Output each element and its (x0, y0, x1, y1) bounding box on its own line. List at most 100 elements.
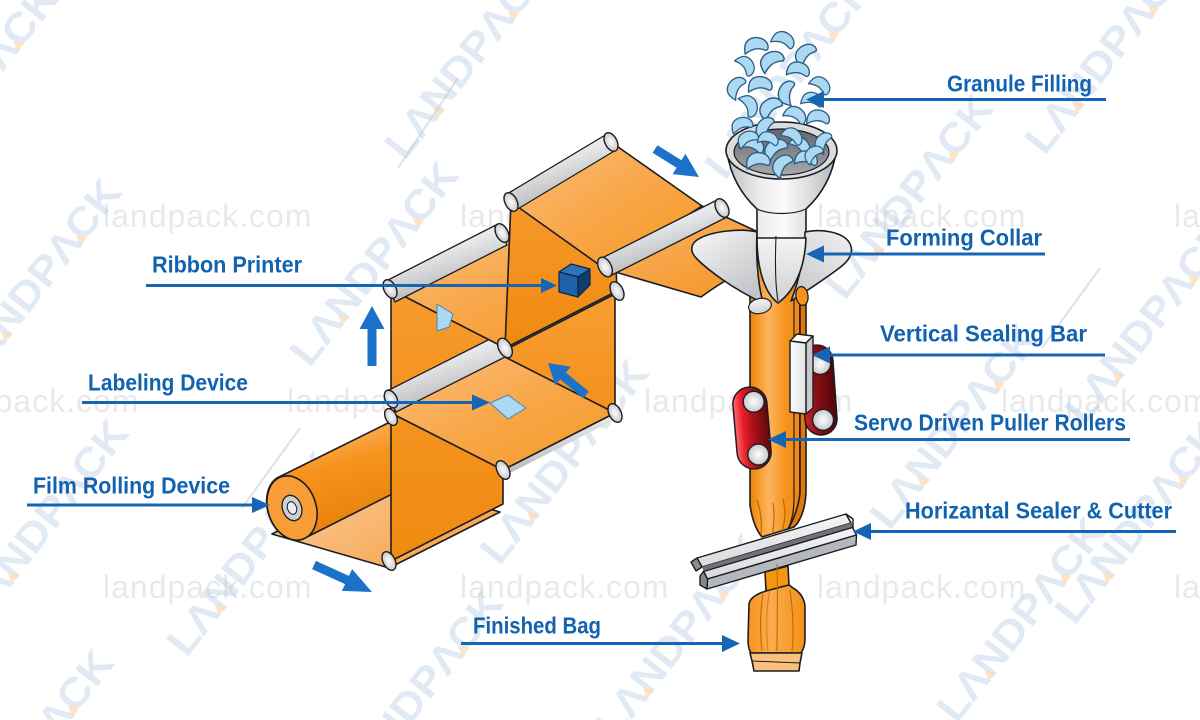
watermark-orange-accent (13, 41, 25, 53)
bag-crinkles (760, 563, 794, 652)
roller-cap (503, 191, 519, 213)
label-arrowhead-labeling-device (472, 394, 490, 411)
watermark-brand-text: LΛNDPΛCK (0, 0, 68, 197)
vertical-sealing-bar (789, 333, 814, 415)
watermark-brand-text: LΛNDPΛCK (815, 85, 1002, 307)
roller-cap (494, 222, 510, 244)
roller-cap (495, 459, 511, 481)
watermark-domain-text: landpack.com (817, 569, 1026, 605)
roller-end (742, 390, 765, 413)
horizontal-sealer-jaws (690, 513, 858, 590)
roller-cap (714, 197, 730, 219)
label-arrowhead-finished-bag (722, 635, 740, 652)
collar-wing-left (690, 229, 764, 304)
label-finished-bag: Finished Bag (461, 613, 740, 652)
tube-fin-seam (787, 259, 807, 530)
watermark-orange-accent (337, 314, 350, 326)
label-text-servo-puller-rollers: Servo Driven Puller Rollers (854, 410, 1126, 436)
watermark-orange-accent (1188, 276, 1200, 288)
watermark-slash (1041, 267, 1101, 349)
label-arrowhead-vertical-sealing-bar (812, 346, 830, 364)
machine-shape (781, 498, 786, 532)
watermark-orange-accent (718, 591, 730, 603)
watermark-orange-accent (1178, 476, 1190, 488)
roller-cap (603, 131, 619, 153)
jaw-front-end (699, 570, 709, 590)
watermark-orange-accent (948, 151, 960, 163)
bag-bottom-crease (751, 660, 801, 664)
roller-cap (496, 337, 514, 359)
machine-shape (760, 593, 764, 652)
watermark-brand-text: LΛNDPΛCK (375, 0, 562, 167)
applied-label (489, 394, 527, 420)
machine-shape (771, 502, 775, 536)
watermark-orange-accent (1060, 574, 1072, 586)
label-text-labeling-device: Labeling Device (88, 370, 248, 396)
watermark-brand-tile: LΛNDPΛCK (0, 640, 123, 720)
roller-end (747, 443, 770, 466)
collar-front-seam (774, 235, 779, 302)
cube-right-face (577, 268, 591, 298)
watermark-brand-tile: LΛNDPΛCK (375, 0, 562, 167)
watermark-brand-tile: LΛNDPΛCK (0, 169, 131, 391)
watermark-orange-accent (527, 512, 540, 524)
flow-to-collar-arrow (652, 145, 699, 177)
label-arrowhead-forming-collar (806, 245, 824, 263)
watermark-orange-accent (83, 476, 95, 488)
label-arrowhead-horizantal-sealer (853, 523, 871, 540)
label-vertical-sealing-bar: Vertical Sealing Bar (812, 321, 1105, 364)
watermark-orange-accent (76, 235, 88, 247)
label-labeling-device: Labeling Device (82, 370, 490, 411)
watermark-orange-accent (1072, 102, 1085, 114)
label-horizantal-sealer: Horizantal Sealer & Cutter (853, 498, 1176, 540)
flow-web-up-arrow (359, 306, 385, 366)
label-arrowhead-film-rolling-device (252, 497, 270, 513)
watermark-brand-tile: LΛNDPΛCK (325, 580, 512, 720)
roller-cap (609, 280, 625, 302)
roller-bottom (381, 550, 397, 572)
tube-fin-tip (795, 285, 809, 307)
watermark-domain-text: landpack.com (460, 569, 669, 605)
watermark-slash (397, 77, 459, 169)
label-arrowhead-granule-filling (806, 91, 824, 108)
roller-cap (381, 550, 397, 572)
watermark-orange-accent (68, 706, 80, 718)
flow-web-upleft-arrow (548, 363, 589, 399)
label-arrowhead-ribbon-printer (541, 278, 557, 293)
machine-shape (766, 588, 771, 652)
watermark-domain-text: landpack.com (1001, 383, 1200, 419)
watermark-domain-text: landpack.com (817, 198, 1026, 234)
funnel-neck-seam (756, 208, 807, 215)
watermark-orange-accent (0, 331, 13, 343)
watermark-orange-accent (993, 381, 1005, 393)
tube-crinkles (756, 498, 786, 536)
watermark-orange-accent (917, 477, 930, 489)
watermark-domain-text: landpack.com (1174, 569, 1200, 605)
watermark-brand-text: LΛNDPΛCK (0, 169, 131, 391)
watermark-orange-accent (828, 31, 840, 43)
sealing-bar-side-face (805, 335, 814, 415)
label-text-granule-filling: Granule Filling (947, 71, 1092, 97)
film-edge-flag (436, 303, 454, 332)
watermark-orange-accent (458, 646, 470, 658)
label-text-horizantal-sealer: Horizantal Sealer & Cutter (905, 498, 1172, 524)
watermark-orange-accent (642, 687, 655, 699)
label-arrowhead-servo-puller-rollers (768, 431, 786, 448)
label-servo-puller-rollers: Servo Driven Puller Rollers (768, 410, 1130, 448)
label-text-ribbon-printer: Ribbon Printer (152, 252, 302, 278)
label-ribbon-printer: Ribbon Printer (146, 252, 557, 293)
label-film-rolling-device: Film Rolling Device (27, 473, 270, 513)
watermark-orange-accent (7, 572, 20, 584)
roller-cap (383, 407, 399, 427)
roller-end (811, 408, 835, 432)
watermark-orange-accent (508, 11, 520, 23)
watermark-brand-tile: LΛNDPΛCK (0, 0, 68, 197)
forming-collar-wings (690, 229, 853, 315)
collar-front (756, 237, 807, 304)
watermark-orange-accent (1148, 6, 1160, 18)
machine-shape (756, 499, 762, 535)
granule (733, 53, 758, 80)
finished-bag (747, 563, 806, 672)
